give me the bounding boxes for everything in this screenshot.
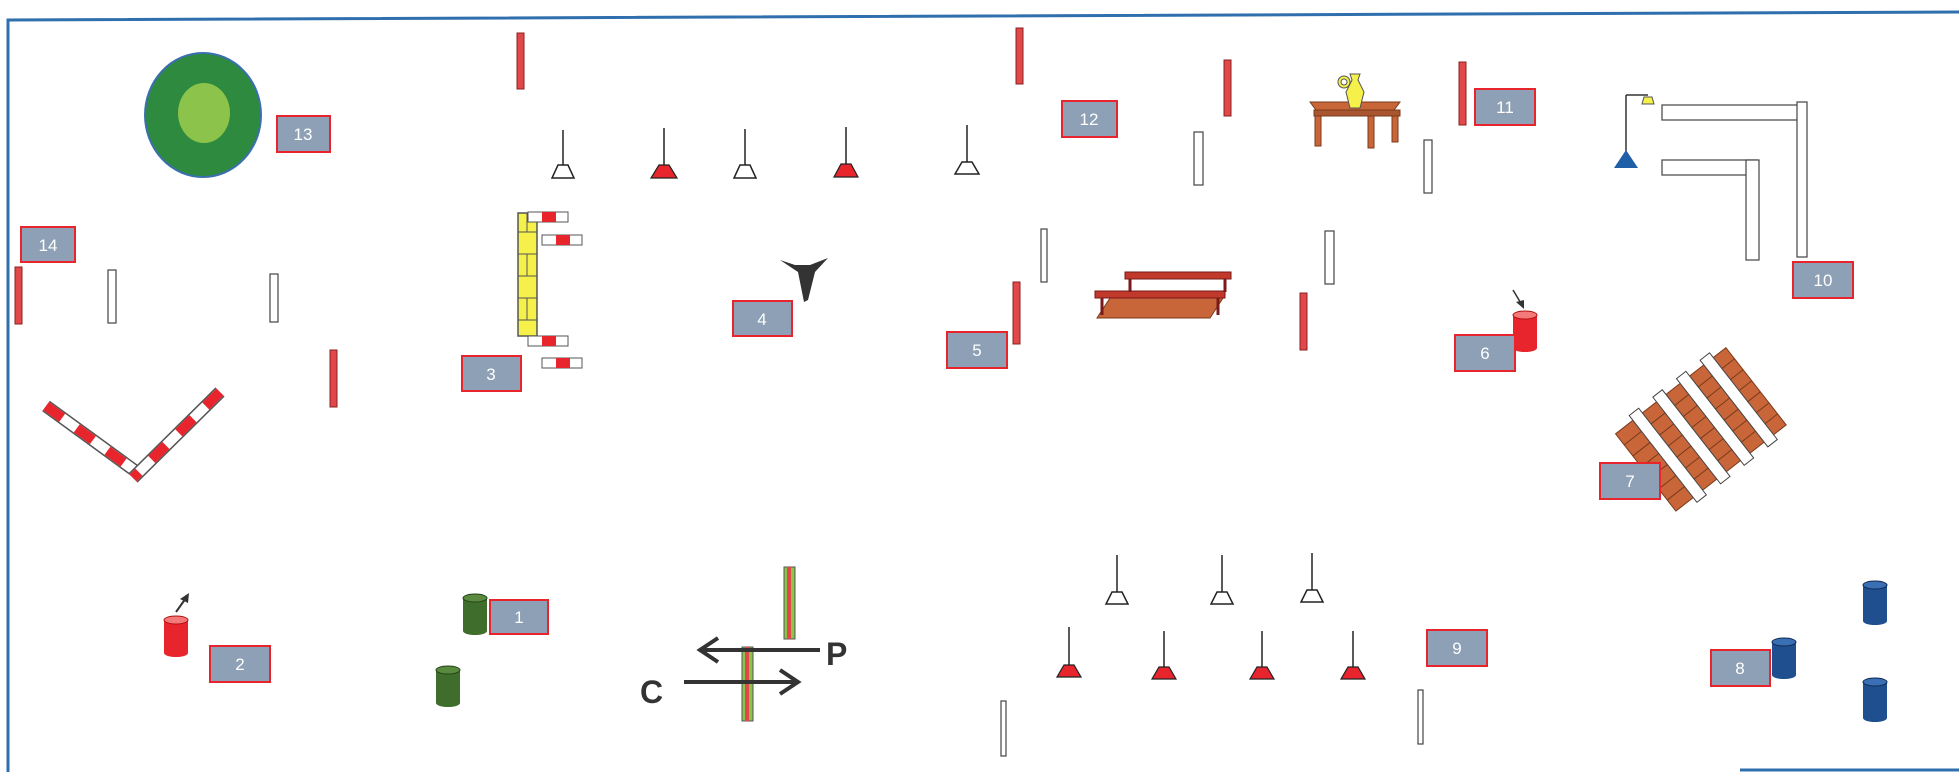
label-10: 10 [1792,261,1854,299]
cone-icon [1055,627,1083,678]
label-8-text: 8 [1735,659,1744,678]
label-5: 5 [946,331,1008,369]
label-2: 2 [209,645,271,683]
label-11: 11 [1474,88,1536,126]
cone-icon [832,127,860,178]
pole-white [1324,230,1335,285]
pond-inner [178,83,230,143]
label-1-text: 1 [514,608,523,627]
cone-icon [1299,553,1325,603]
barrel-icon [1512,310,1538,352]
letter-p: P [826,636,847,672]
zigzag-rail-icon [42,387,225,483]
label-4: 4 [732,300,793,337]
cone-icon [550,130,576,179]
label-1: 1 [489,599,549,635]
pole-red [1223,59,1232,117]
barrel-icon [1862,580,1888,625]
label-6-text: 6 [1480,344,1489,363]
label-9: 9 [1426,629,1488,667]
pole-red [1012,281,1021,345]
barrel-icon [462,593,488,635]
cone-icon [1339,631,1367,680]
pole-red [1299,292,1308,351]
pole-red [1458,61,1467,126]
cone-icon [1209,555,1235,605]
pole-red [1015,27,1024,85]
pole-white [107,269,117,324]
label-12-text: 12 [1080,110,1099,129]
label-10-text: 10 [1814,271,1833,290]
label-7: 7 [1599,462,1661,500]
pole-white [1423,139,1433,194]
vase-icon [1337,73,1365,109]
bridge-icon [1094,271,1232,319]
rails-icon [1661,101,1808,261]
label-3-text: 3 [486,365,495,384]
pole-red [516,32,525,90]
gate-icon [517,211,583,369]
cone-icon [953,125,981,175]
table-icon [1309,101,1401,149]
letter-c: C [640,674,663,710]
pole-white [1193,131,1204,186]
label-2-text: 2 [235,655,244,674]
label-3: 3 [461,355,522,392]
cone-icon [732,129,758,179]
pole-white [1040,228,1048,283]
pole-white [1417,689,1424,745]
arrow-icon [684,668,802,696]
label-13-text: 13 [294,125,313,144]
label-11-text: 11 [1496,98,1514,117]
label-7-text: 7 [1625,472,1634,491]
pole-white [1000,700,1007,757]
barrel-icon [1862,677,1888,722]
arrow-icon [696,636,820,664]
cone-icon [1150,631,1178,680]
label-9-text: 9 [1452,639,1461,658]
label-5-text: 5 [972,341,981,360]
cone-icon [1248,631,1276,680]
barrel-icon [163,615,189,657]
label-4-text: 4 [757,310,766,329]
barrel-icon [1771,637,1797,679]
lamp-icon [1614,94,1655,168]
label-14: 14 [20,226,76,263]
arrow-icon [1512,289,1524,309]
label-13: 13 [276,115,331,153]
pole-white [269,273,279,323]
label-12: 12 [1061,100,1118,138]
cone-icon [649,128,679,179]
label-14-text: 14 [39,236,58,255]
label-8: 8 [1710,649,1771,687]
frame-border [6,10,1959,772]
label-6: 6 [1454,334,1516,372]
pole-red [14,266,23,325]
tag-icon [780,258,828,302]
barrel-icon [435,665,461,707]
cone-icon [1104,555,1130,605]
pole-red [329,349,338,408]
arrow-icon [175,593,189,613]
